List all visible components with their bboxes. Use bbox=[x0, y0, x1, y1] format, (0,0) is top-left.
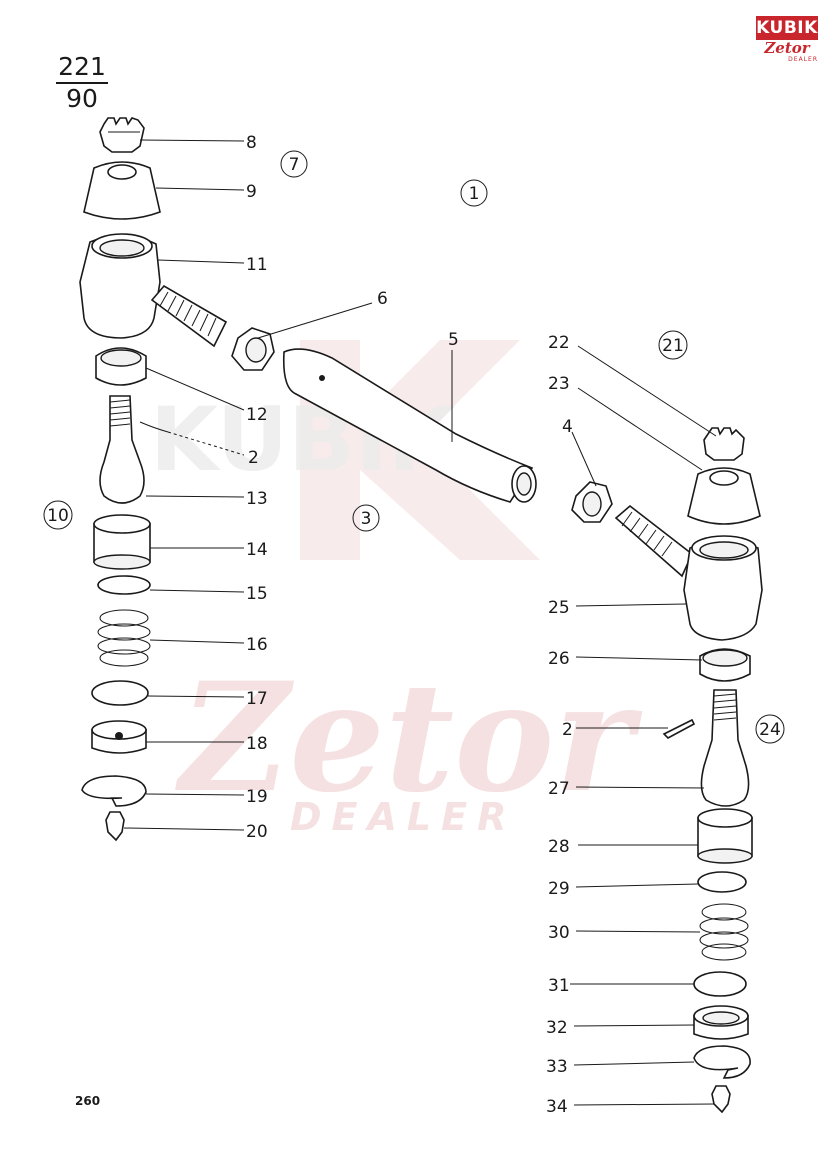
label-16: 16 bbox=[246, 635, 268, 655]
left-labels: 8 9 11 6 12 2 13 14 15 16 17 18 19 20 bbox=[246, 133, 388, 842]
page-number: 260 bbox=[75, 1094, 101, 1108]
part-23-rubber-cone bbox=[687, 467, 761, 525]
kubik-zetor-logo: KUBIK Zetor DEALER bbox=[756, 16, 818, 66]
fraction-numerator: 221 bbox=[58, 52, 106, 81]
logo-zetor-text: Zetor bbox=[764, 39, 810, 57]
svg-text:7: 7 bbox=[289, 155, 300, 175]
label-29: 29 bbox=[548, 879, 570, 899]
tube-hole bbox=[319, 375, 325, 381]
label-13: 13 bbox=[246, 489, 268, 509]
label-2-right: 2 bbox=[562, 720, 573, 740]
label-4: 4 bbox=[562, 417, 573, 437]
part-2-cotter-pin-right bbox=[662, 718, 696, 739]
label-11: 11 bbox=[246, 255, 268, 275]
part-31-ring bbox=[693, 971, 747, 997]
part-17-ring bbox=[91, 680, 149, 706]
label-12: 12 bbox=[246, 405, 268, 425]
part-4-hex-nut bbox=[571, 481, 613, 523]
logo-dealer-text: DEALER bbox=[788, 56, 818, 63]
fraction-bar bbox=[56, 82, 108, 84]
svg-text:21: 21 bbox=[662, 336, 684, 356]
fraction-denominator: 90 bbox=[66, 84, 98, 113]
label-6: 6 bbox=[377, 289, 388, 309]
svg-text:3: 3 bbox=[361, 509, 372, 529]
label-8: 8 bbox=[246, 133, 257, 153]
label-25: 25 bbox=[548, 598, 570, 618]
leader-lines bbox=[123, 139, 717, 1106]
group-label-10: 10 bbox=[43, 500, 73, 530]
part-16-spring bbox=[97, 609, 151, 667]
label-5: 5 bbox=[448, 330, 459, 350]
svg-text:1: 1 bbox=[469, 184, 480, 204]
group-label-24: 24 bbox=[755, 714, 785, 744]
part-33-circlip bbox=[693, 1045, 751, 1079]
group-label-7: 7 bbox=[280, 150, 308, 178]
label-19: 19 bbox=[246, 787, 268, 807]
part-34-grease-nipple bbox=[711, 1085, 731, 1114]
part-28-bearing-cup bbox=[697, 808, 753, 864]
watermark-bottom-text: Zetor bbox=[175, 650, 643, 826]
label-14: 14 bbox=[246, 540, 268, 560]
group-label-3: 3 bbox=[352, 504, 380, 532]
part-22-castle-nut bbox=[703, 427, 745, 461]
part-19-circlip bbox=[81, 775, 147, 807]
label-26: 26 bbox=[548, 649, 570, 669]
group-labels: 7 1 10 3 21 24 bbox=[43, 150, 785, 744]
label-17: 17 bbox=[246, 689, 268, 709]
label-33: 33 bbox=[546, 1057, 568, 1077]
part-9-rubber-cone bbox=[83, 161, 161, 220]
label-34: 34 bbox=[546, 1097, 568, 1117]
part-8-castle-nut bbox=[99, 117, 145, 153]
part-13-ball-stud bbox=[99, 395, 145, 504]
label-28: 28 bbox=[548, 837, 570, 857]
right-labels: 5 22 23 4 25 26 2 27 28 29 30 31 32 33 3… bbox=[448, 330, 573, 1117]
part-12-split-ring bbox=[95, 347, 147, 386]
svg-text:10: 10 bbox=[47, 506, 69, 526]
label-18: 18 bbox=[246, 734, 268, 754]
part-29-ring bbox=[697, 871, 747, 893]
label-2-left: 2 bbox=[248, 448, 259, 468]
part-14-bearing-cup bbox=[93, 514, 151, 570]
part-15-ring bbox=[97, 575, 151, 595]
part-27-ball-stud bbox=[700, 689, 750, 807]
label-32: 32 bbox=[546, 1018, 568, 1038]
cap-center-dot bbox=[115, 732, 123, 740]
part-32-seat-cap bbox=[693, 1005, 749, 1040]
logo-kubik-text: KUBIK bbox=[756, 16, 818, 40]
part-26-split-ring bbox=[699, 648, 751, 682]
label-20: 20 bbox=[246, 822, 268, 842]
svg-text:24: 24 bbox=[759, 720, 781, 740]
part-20-grease-nipple bbox=[105, 811, 125, 842]
label-23: 23 bbox=[548, 374, 570, 394]
label-30: 30 bbox=[548, 923, 570, 943]
part-11-socket-housing bbox=[79, 233, 228, 348]
label-27: 27 bbox=[548, 779, 570, 799]
label-15: 15 bbox=[246, 584, 268, 604]
part-2-cotter-pin-left bbox=[139, 421, 169, 433]
part-30-spring bbox=[699, 903, 749, 961]
label-9: 9 bbox=[246, 182, 257, 202]
label-31: 31 bbox=[548, 976, 570, 996]
group-label-1: 1 bbox=[460, 179, 488, 207]
watermark-sub-text: DEALER bbox=[290, 795, 516, 839]
part-6-hex-nut bbox=[231, 327, 275, 371]
part-25-socket-housing bbox=[614, 504, 763, 641]
group-label-21: 21 bbox=[658, 330, 688, 360]
label-22: 22 bbox=[548, 333, 570, 353]
part-5-tie-tube bbox=[282, 348, 537, 503]
part-18-seat-cap bbox=[91, 720, 147, 754]
